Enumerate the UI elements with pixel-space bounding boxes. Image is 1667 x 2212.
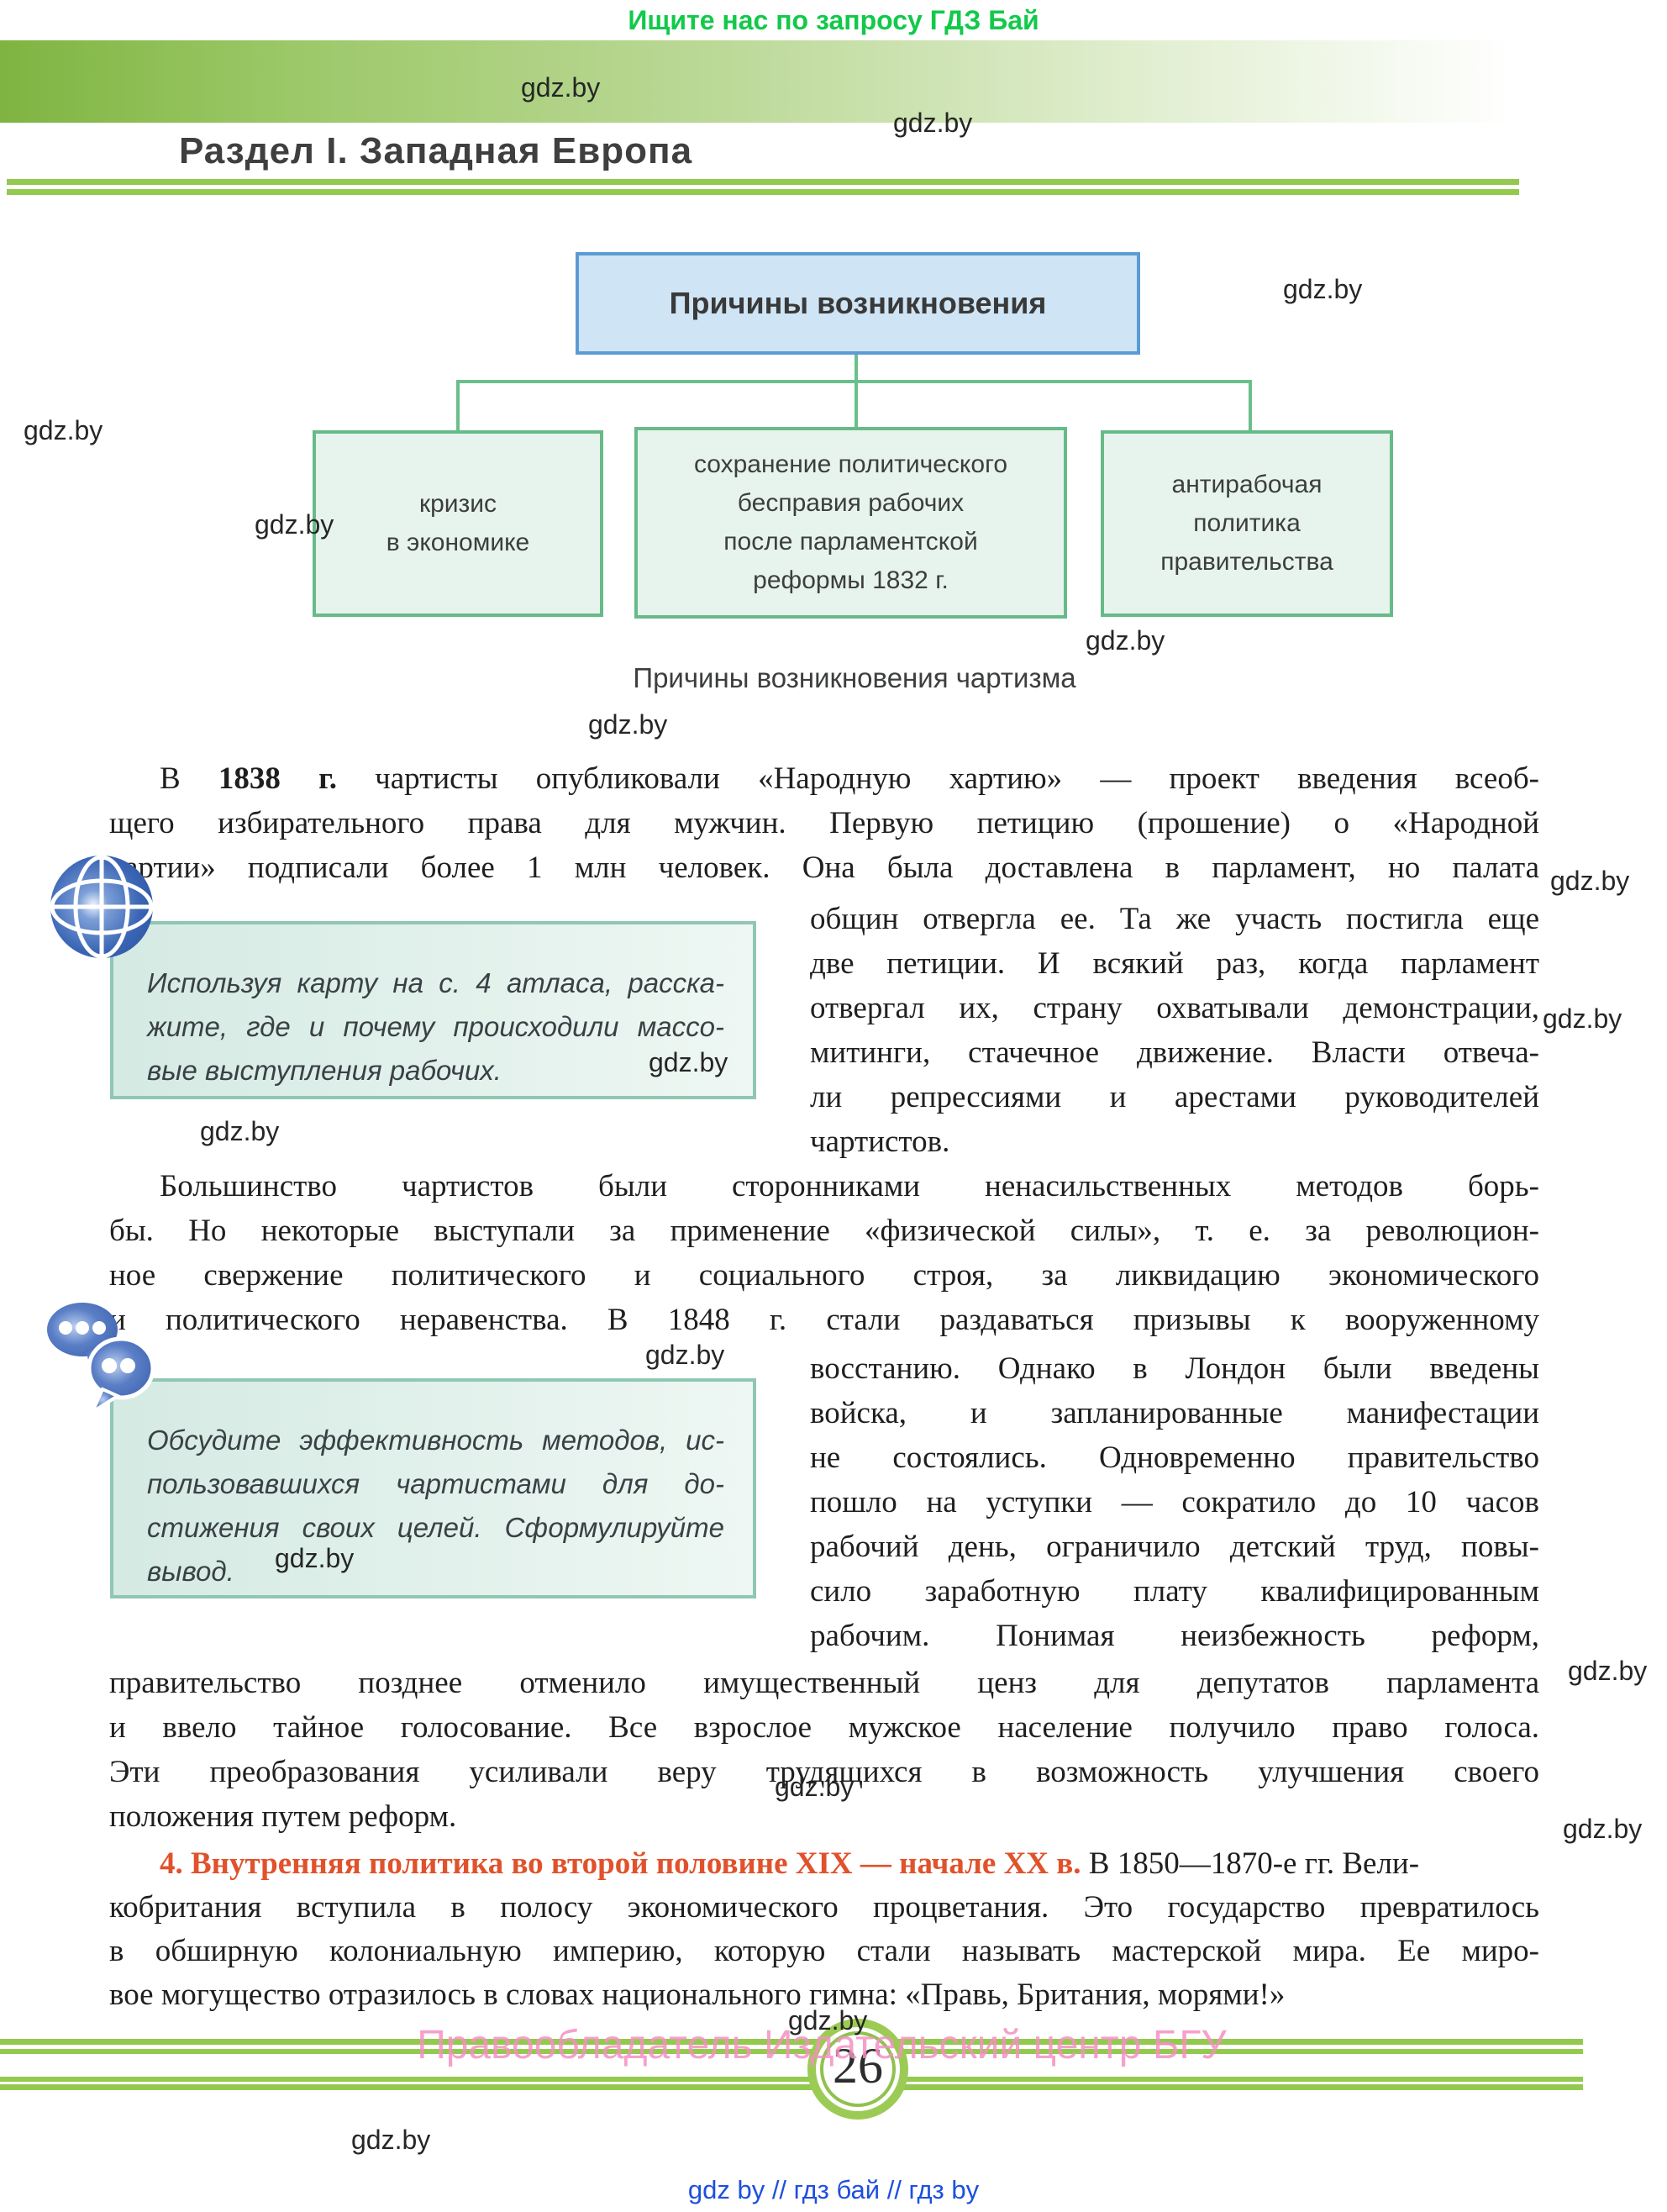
gdz-watermark: gdz.by xyxy=(521,72,601,103)
body-line: Эти преобразования усиливали веру трудящ… xyxy=(109,1755,1539,1789)
gdz-watermark: gdz.by xyxy=(1543,1003,1622,1034)
promo-text: Ищите нас по запросу ГДЗ Бай xyxy=(628,5,1039,35)
gdz-watermark: gdz.by xyxy=(275,1543,355,1573)
body-line: сило заработную плату квалифицированным xyxy=(810,1574,1539,1609)
diagram-child-box: сохранение политического бесправия рабочи… xyxy=(634,427,1067,619)
body-text-part: чартисты опубликовали «Народную хартию» … xyxy=(336,761,1539,796)
gdz-watermark: gdz.by xyxy=(1086,625,1165,656)
question-line: пользовавшихся чартистами для до- xyxy=(147,1468,724,1499)
body-line: кобритания вступила в полосу экономическ… xyxy=(109,1890,1539,1925)
body-line: щего избирательного права для мужчин. Пе… xyxy=(109,806,1539,840)
body-line: две петиции. И всякий раз, когда парламе… xyxy=(810,946,1539,981)
connector-horizontal xyxy=(456,380,1252,383)
gdz-watermark: gdz.by xyxy=(788,2005,868,2036)
body-line: бы. Но некоторые выступали за применение… xyxy=(109,1214,1539,1248)
question-line: Используя карту на с. 4 атласа, расска- xyxy=(147,967,724,998)
gdz-watermark: gdz.by xyxy=(200,1116,280,1146)
body-line: в обширную колониальную империю, которую… xyxy=(109,1934,1539,1968)
diagram-box-line: политика xyxy=(1193,509,1301,537)
body-line: 4. Внутренняя политика во второй половин… xyxy=(109,1844,1539,1886)
body-line: не состоялись. Одновременно правительств… xyxy=(810,1440,1539,1475)
question-text: Обсудите эффективность методов, ис-польз… xyxy=(147,1419,724,1593)
body-text-part: В xyxy=(160,761,218,796)
diagram-box-line: реформы 1832 г. xyxy=(753,566,949,594)
footer-rule xyxy=(0,2039,1583,2045)
body-line: и ввело тайное голосование. Все взрослое… xyxy=(109,1710,1539,1745)
body-line: и политического неравенства. В 1848 г. с… xyxy=(109,1303,1539,1337)
diagram-box-line: сохранение политического xyxy=(693,450,1008,478)
header-green-band xyxy=(0,40,1609,123)
gdz-watermark: gdz.by xyxy=(775,1772,855,1802)
header-rule-top xyxy=(7,179,1519,185)
gdz-watermark: gdz.by xyxy=(24,415,103,445)
question-line: жите, где и почему происходили массо- xyxy=(147,1011,724,1042)
question-line: Обсудите эффективность методов, ис- xyxy=(147,1425,724,1456)
body-line: пошло на уступки — сократило до 10 часов xyxy=(810,1485,1539,1519)
body-line: вое могущество отразилось в словах нацио… xyxy=(109,1978,1286,2012)
question-text: Используя карту на с. 4 атласа, расска-ж… xyxy=(147,961,724,1093)
gdz-watermark: gdz.by xyxy=(255,509,334,540)
question-line: вывод. xyxy=(147,1556,234,1587)
diagram-child-box: антирабочая политика правительства xyxy=(1101,430,1393,617)
diagram-box-line: бесправия рабочих xyxy=(737,489,965,517)
page-badge-inner-ring xyxy=(820,2031,896,2107)
gdz-watermark: gdz.by xyxy=(645,1340,725,1370)
copyright-text: Правообладатель Издательский центр БГУ xyxy=(417,2023,1227,2067)
diagram-box-line: кризис xyxy=(418,490,497,518)
connector-drop-middle xyxy=(855,380,858,430)
question-line: стижения своих целей. Сформулируйте xyxy=(147,1512,724,1543)
body-line: чартистов. xyxy=(810,1124,950,1159)
body-line: рабочим. Понимая неизбежность реформ, xyxy=(810,1619,1539,1653)
body-line: общин отвергла ее. Та же участь постигла… xyxy=(810,902,1539,936)
body-text-part: В 1850—1870-е гг. Вели- xyxy=(1081,1846,1420,1881)
question-box-discuss: Обсудите эффективность методов, ис-польз… xyxy=(110,1378,756,1598)
footer-rule xyxy=(0,2077,1583,2082)
diagram-box-line: антирабочая xyxy=(1171,471,1323,498)
body-line: В 1838 г. чартисты опубликовали «Народну… xyxy=(109,759,1539,801)
body-line: отвергал их, страну охватывали демонстра… xyxy=(810,991,1539,1025)
connector-root-stem xyxy=(855,348,858,383)
body-line: войска, и запланированные манифестации xyxy=(810,1396,1539,1430)
footer-links[interactable]: gdz by // гдз бай // гдз by xyxy=(687,2175,980,2204)
diagram-caption: Причины возникновения чартизма xyxy=(633,662,1076,693)
gdz-watermark: gdz.by xyxy=(351,2125,431,2155)
gdz-watermark: gdz.by xyxy=(1283,274,1363,304)
body-text-part: 1838 г. xyxy=(218,761,337,796)
page-number: 26 xyxy=(833,2038,883,2094)
gdz-watermark: gdz.by xyxy=(1550,866,1630,896)
connector-drop-right xyxy=(1249,380,1252,434)
connector-drop-left xyxy=(456,380,460,434)
diagram-child-box: кризис в экономике xyxy=(313,430,603,617)
body-line: Большинство чартистов были сторонниками … xyxy=(160,1169,1539,1203)
body-line: восстанию. Однако в Лондон были введены xyxy=(810,1351,1539,1386)
gdz-watermark: gdz.by xyxy=(649,1047,728,1077)
diagram-box-line: после парламентской xyxy=(723,528,978,556)
diagram-root-box: Причины возникновения xyxy=(576,252,1140,355)
body-line: хартии» подписали более 1 млн человек. О… xyxy=(109,851,1539,885)
body-line: положения путем реформ. xyxy=(109,1799,457,1834)
paragraph-heading: 4. Внутренняя политика во второй половин… xyxy=(160,1846,1081,1881)
footer-rule xyxy=(0,2049,1583,2054)
body-line: ли репрессиями и арестами руководителей xyxy=(810,1080,1539,1114)
globe-icon xyxy=(49,854,155,960)
diagram-box-line: правительства xyxy=(1160,548,1333,576)
footer-rule xyxy=(0,2084,1583,2090)
diagram-box-line: в экономике xyxy=(386,529,530,556)
body-line: правительство позднее отменило имуществе… xyxy=(109,1666,1539,1700)
gdz-watermark: gdz.by xyxy=(1568,1656,1648,1686)
gdz-watermark: gdz.by xyxy=(893,108,973,138)
question-box-map: Используя карту на с. 4 атласа, расска-ж… xyxy=(110,921,756,1099)
body-line: митинги, стачечное движение. Власти отве… xyxy=(810,1035,1539,1070)
gdz-watermark: gdz.by xyxy=(1563,1814,1643,1844)
chat-icon xyxy=(44,1301,158,1417)
body-line: рабочий день, ограничило детский труд, п… xyxy=(810,1530,1539,1564)
question-line: вые выступления рабочих. xyxy=(147,1055,502,1086)
header-rule-bottom xyxy=(7,189,1519,195)
section-title: Раздел I. Западная Европа xyxy=(179,130,693,171)
page-number-badge: 26 xyxy=(807,2019,908,2120)
gdz-watermark: gdz.by xyxy=(588,709,668,740)
body-line: ное свержение политического и социальног… xyxy=(109,1258,1539,1293)
